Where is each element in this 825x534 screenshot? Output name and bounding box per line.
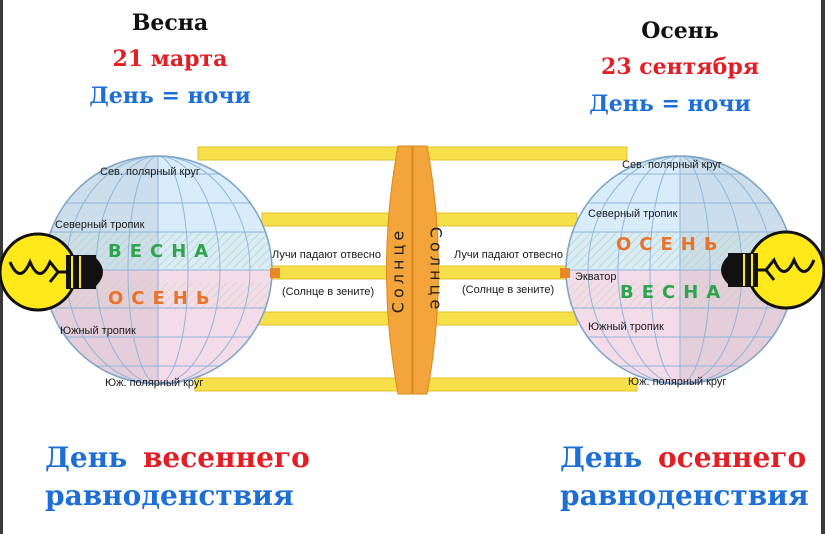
- right-footer-word1: День: [560, 441, 643, 474]
- right-bulb-icon: [721, 230, 825, 310]
- right-footer-word2: осеннего: [657, 441, 807, 474]
- left-lower-season-word: ОСЕНЬ: [108, 288, 218, 309]
- left-sun-label: Солнце: [389, 227, 408, 313]
- right-footer-line1: День осеннего: [560, 440, 806, 476]
- left-bulb-icon: [0, 232, 103, 312]
- right-tropic-north-label: Северный тропик: [588, 208, 678, 220]
- left-zenith-marker: [270, 268, 280, 278]
- left-footer-word2: весеннего: [142, 441, 310, 474]
- left-rays-label: Лучи падают отвесно: [272, 249, 381, 261]
- right-arctic-circle-label: Сев. полярный круг: [622, 159, 722, 171]
- right-day-equals-night: День = ночи: [589, 91, 751, 117]
- left-sun-lens: [386, 145, 413, 395]
- left-footer-word1: День: [45, 441, 128, 474]
- right-tropic-south-label: Южный тропик: [588, 321, 664, 333]
- right-sun-lens: [412, 145, 439, 395]
- left-antarctic-circle-label: Юж. полярный круг: [105, 377, 203, 389]
- left-upper-season-word: ВЕСНА: [108, 241, 216, 262]
- right-date: 23 сентября: [601, 54, 759, 80]
- right-season-title: Осень: [641, 18, 719, 44]
- right-sun-label: Солнце: [427, 227, 446, 313]
- left-arctic-circle-label: Сев. полярный круг: [100, 166, 200, 178]
- left-sun-rays: [194, 146, 399, 392]
- right-rays-label: Лучи падают отвесно: [454, 249, 563, 261]
- left-season-title: Весна: [131, 10, 209, 36]
- left-day-equals-night: День = ночи: [89, 83, 251, 109]
- left-date: 21 марта: [112, 46, 228, 72]
- left-tropic-south-label: Южный тропик: [60, 325, 136, 337]
- right-antarctic-circle-label: Юж. полярный круг: [628, 376, 726, 388]
- right-equator-label: Экватор: [575, 271, 616, 283]
- left-tropic-north-label: Северный тропик: [55, 219, 145, 231]
- left-footer-line1: День весеннего: [45, 440, 310, 476]
- right-upper-season-word: ОСЕНЬ: [616, 234, 726, 255]
- right-lower-season-word: ВЕСНА: [620, 282, 728, 303]
- right-footer-line2: равноденствия: [560, 479, 809, 512]
- left-footer-line2: равноденствия: [45, 479, 294, 512]
- right-zenith-marker: [560, 268, 570, 278]
- left-zenith-label: (Солнце в зените): [282, 286, 374, 298]
- right-zenith-label: (Солнце в зените): [462, 284, 554, 296]
